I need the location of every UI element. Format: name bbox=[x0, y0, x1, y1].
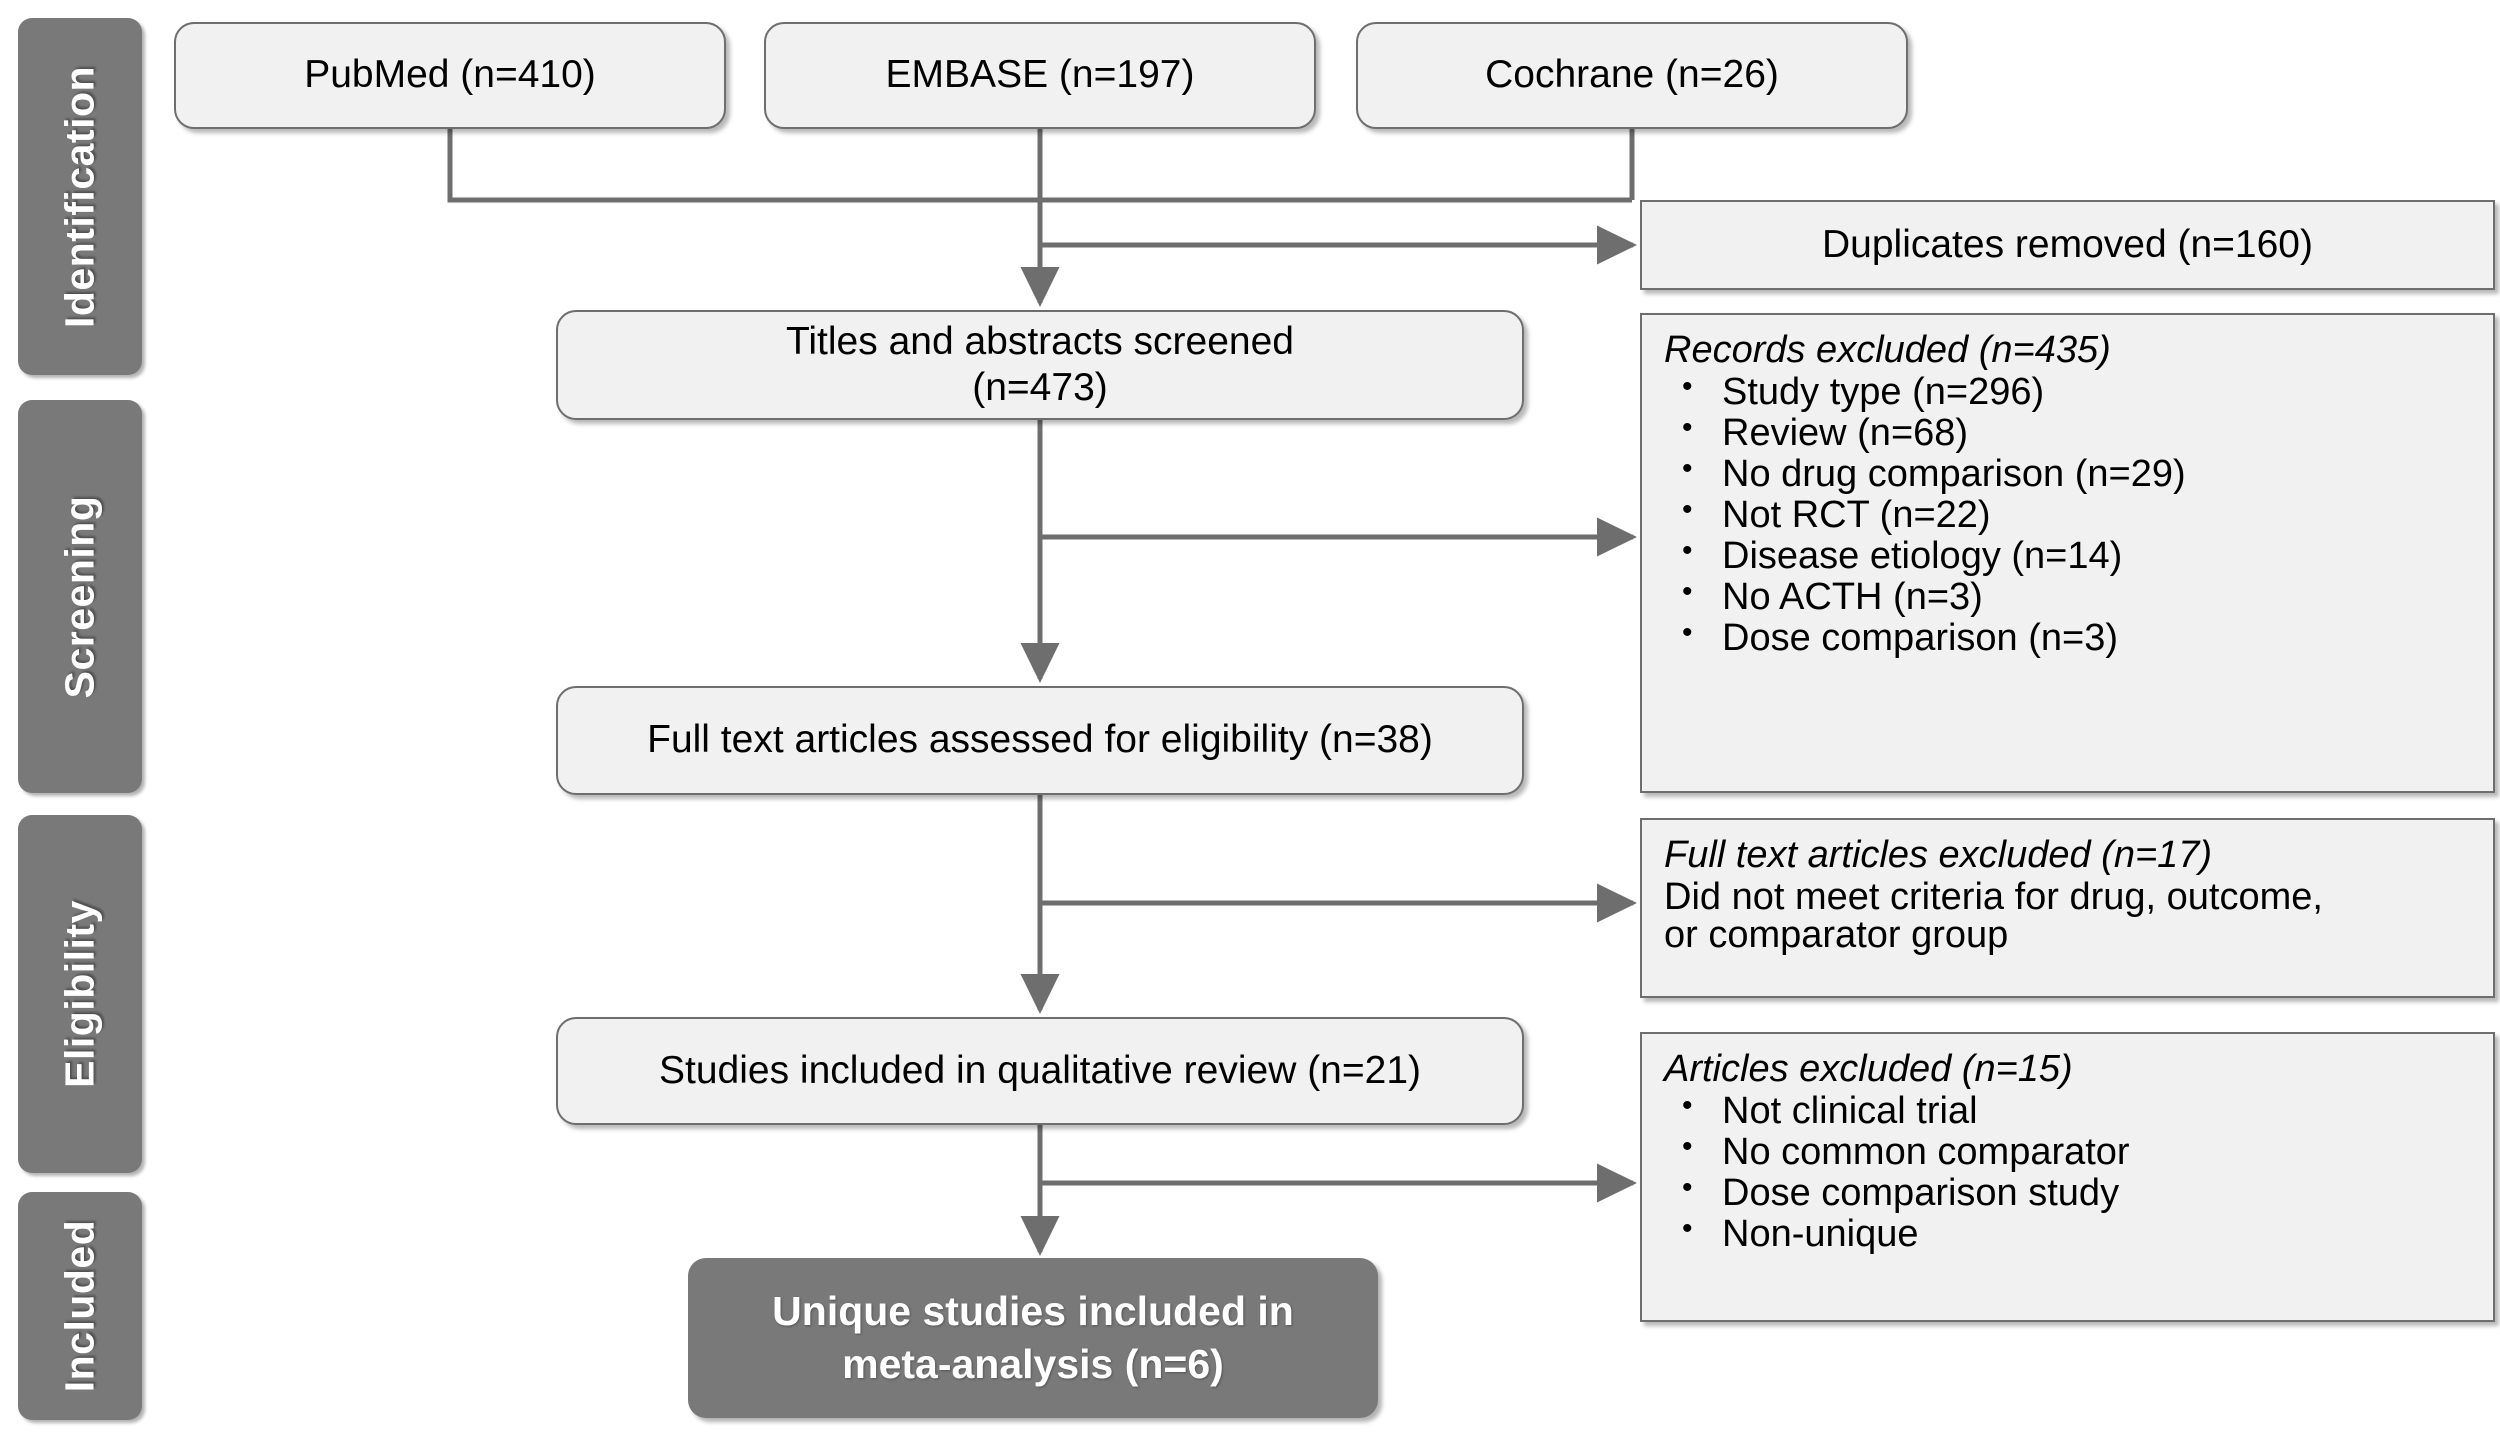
articles-excluded-heading: Articles excluded (n=15) bbox=[1664, 1048, 2073, 1090]
final-result-box: Unique studies included in meta-analysis… bbox=[688, 1258, 1378, 1418]
screened-line-2: (n=473) bbox=[972, 366, 1108, 409]
qualitative-review-label: Studies included in qualitative review (… bbox=[658, 1048, 1422, 1092]
fulltext-excluded-line-1: Did not meet criteria for drug, outcome, bbox=[1664, 876, 2323, 918]
screened-line-1: Titles and abstracts screened bbox=[786, 319, 1294, 363]
records-excluded-panel: Records excluded (n=435) Study type (n=2… bbox=[1640, 313, 2495, 793]
list-item: No ACTH (n=3) bbox=[1664, 577, 2473, 616]
fulltext-assessed-box: Full text articles assessed for eligibil… bbox=[556, 686, 1524, 795]
source-box-embase: EMBASE (n=197) bbox=[764, 22, 1316, 129]
fulltext-excluded-panel: Full text articles excluded (n=17) Did n… bbox=[1640, 818, 2495, 998]
list-item: Review (n=68) bbox=[1664, 413, 2473, 452]
list-item: No drug comparison (n=29) bbox=[1664, 454, 2473, 493]
final-result-line-2: meta-analysis (n=6) bbox=[842, 1341, 1224, 1387]
phase-label-identification: Identification bbox=[56, 65, 103, 328]
fulltext-excluded-line-2: or comparator group bbox=[1664, 914, 2009, 956]
phase-identification: Identification bbox=[18, 18, 142, 375]
screened-box: Titles and abstracts screened (n=473) bbox=[556, 310, 1524, 420]
duplicates-removed-box: Duplicates removed (n=160) bbox=[1640, 200, 2495, 290]
phase-label-screening: Screening bbox=[56, 495, 103, 698]
fulltext-excluded-heading: Full text articles excluded (n=17) bbox=[1664, 834, 2213, 876]
records-excluded-list: Study type (n=296) Review (n=68) No drug… bbox=[1664, 372, 2473, 657]
final-result-line-1: Unique studies included in bbox=[772, 1287, 1294, 1334]
list-item: Not RCT (n=22) bbox=[1664, 495, 2473, 534]
source-label-cochrane: Cochrane (n=26) bbox=[1485, 53, 1779, 97]
list-item: Dose comparison (n=3) bbox=[1664, 618, 2473, 657]
phase-label-included: Included bbox=[56, 1219, 103, 1393]
records-excluded-heading: Records excluded (n=435) bbox=[1664, 329, 2111, 371]
fulltext-assessed-label: Full text articles assessed for eligibil… bbox=[647, 718, 1433, 762]
edge-pubmed-merge bbox=[447, 129, 1632, 203]
list-item: Study type (n=296) bbox=[1664, 372, 2473, 411]
phase-label-eligibility: Eligibility bbox=[56, 900, 103, 1088]
list-item: Disease etiology (n=14) bbox=[1664, 536, 2473, 575]
list-item: Non-unique bbox=[1664, 1214, 2473, 1253]
articles-excluded-list: Not clinical trial No common comparator … bbox=[1664, 1091, 2473, 1253]
source-label-pubmed: PubMed (n=410) bbox=[304, 53, 596, 97]
qualitative-review-box: Studies included in qualitative review (… bbox=[556, 1017, 1524, 1125]
source-label-embase: EMBASE (n=197) bbox=[885, 53, 1195, 97]
phase-eligibility: Eligibility bbox=[18, 815, 142, 1173]
source-box-cochrane: Cochrane (n=26) bbox=[1356, 22, 1908, 129]
source-box-pubmed: PubMed (n=410) bbox=[174, 22, 726, 129]
phase-screening: Screening bbox=[18, 400, 142, 793]
duplicates-removed-label: Duplicates removed (n=160) bbox=[1821, 222, 2313, 266]
phase-included: Included bbox=[18, 1192, 142, 1420]
list-item: Dose comparison study bbox=[1664, 1173, 2473, 1212]
list-item: No common comparator bbox=[1664, 1132, 2473, 1171]
articles-excluded-panel: Articles excluded (n=15) Not clinical tr… bbox=[1640, 1032, 2495, 1322]
list-item: Not clinical trial bbox=[1664, 1091, 2473, 1130]
